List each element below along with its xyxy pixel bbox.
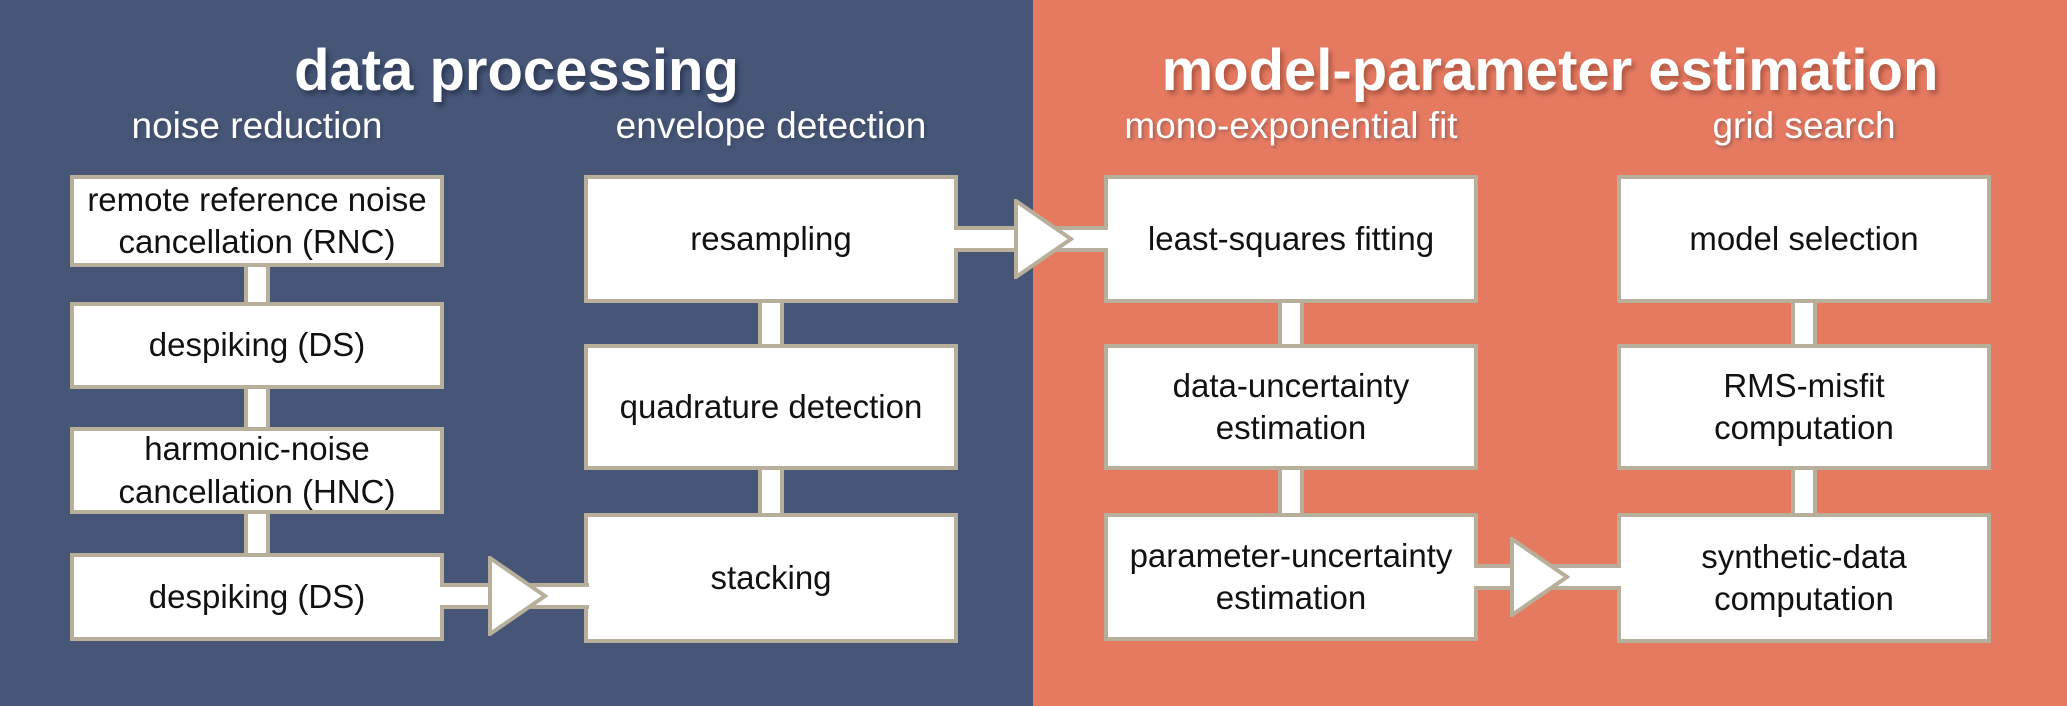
connector-vertical — [758, 470, 784, 513]
node-rms-misfit-computation: RMS-misfit computation — [1617, 344, 1991, 470]
connector-vertical — [1278, 470, 1304, 513]
arrow-right-icon — [488, 556, 548, 636]
column-label-noise-reduction: noise reduction — [131, 105, 383, 146]
connector-vertical — [1791, 470, 1817, 513]
node-remote-reference-noise-cancellation: remote reference noise cancellation (RNC… — [70, 175, 444, 267]
node-resampling: resampling — [584, 175, 958, 303]
column-label-mono-exponential-fit: mono-exponential fit — [1124, 105, 1458, 146]
connector-vertical — [244, 389, 270, 427]
node-despiking-1: despiking (DS) — [70, 302, 444, 389]
arrow-right-icon — [1014, 199, 1074, 279]
section-title-model-parameter-estimation: model-parameter estimation — [1161, 38, 1939, 103]
connector-vertical — [244, 267, 270, 302]
node-least-squares-fitting: least-squares fitting — [1104, 175, 1478, 303]
connector-vertical — [1791, 303, 1817, 344]
connector-vertical — [244, 514, 270, 553]
node-stacking: stacking — [584, 513, 958, 643]
section-title-data-processing: data processing — [294, 38, 739, 103]
node-parameter-uncertainty-estimation: parameter-uncertainty estimation — [1104, 513, 1478, 641]
node-harmonic-noise-cancellation: harmonic-noise cancellation (HNC) — [70, 427, 444, 514]
column-label-grid-search: grid search — [1712, 105, 1896, 146]
node-model-selection: model selection — [1617, 175, 1991, 303]
connector-vertical — [758, 303, 784, 344]
node-data-uncertainty-estimation: data-uncertainty estimation — [1104, 344, 1478, 470]
node-despiking-2: despiking (DS) — [70, 553, 444, 641]
node-quadrature-detection: quadrature detection — [584, 344, 958, 470]
node-synthetic-data-computation: synthetic-data computation — [1617, 513, 1991, 643]
arrow-right-icon — [1510, 537, 1570, 617]
connector-vertical — [1278, 303, 1304, 344]
column-label-envelope-detection: envelope detection — [615, 105, 927, 146]
